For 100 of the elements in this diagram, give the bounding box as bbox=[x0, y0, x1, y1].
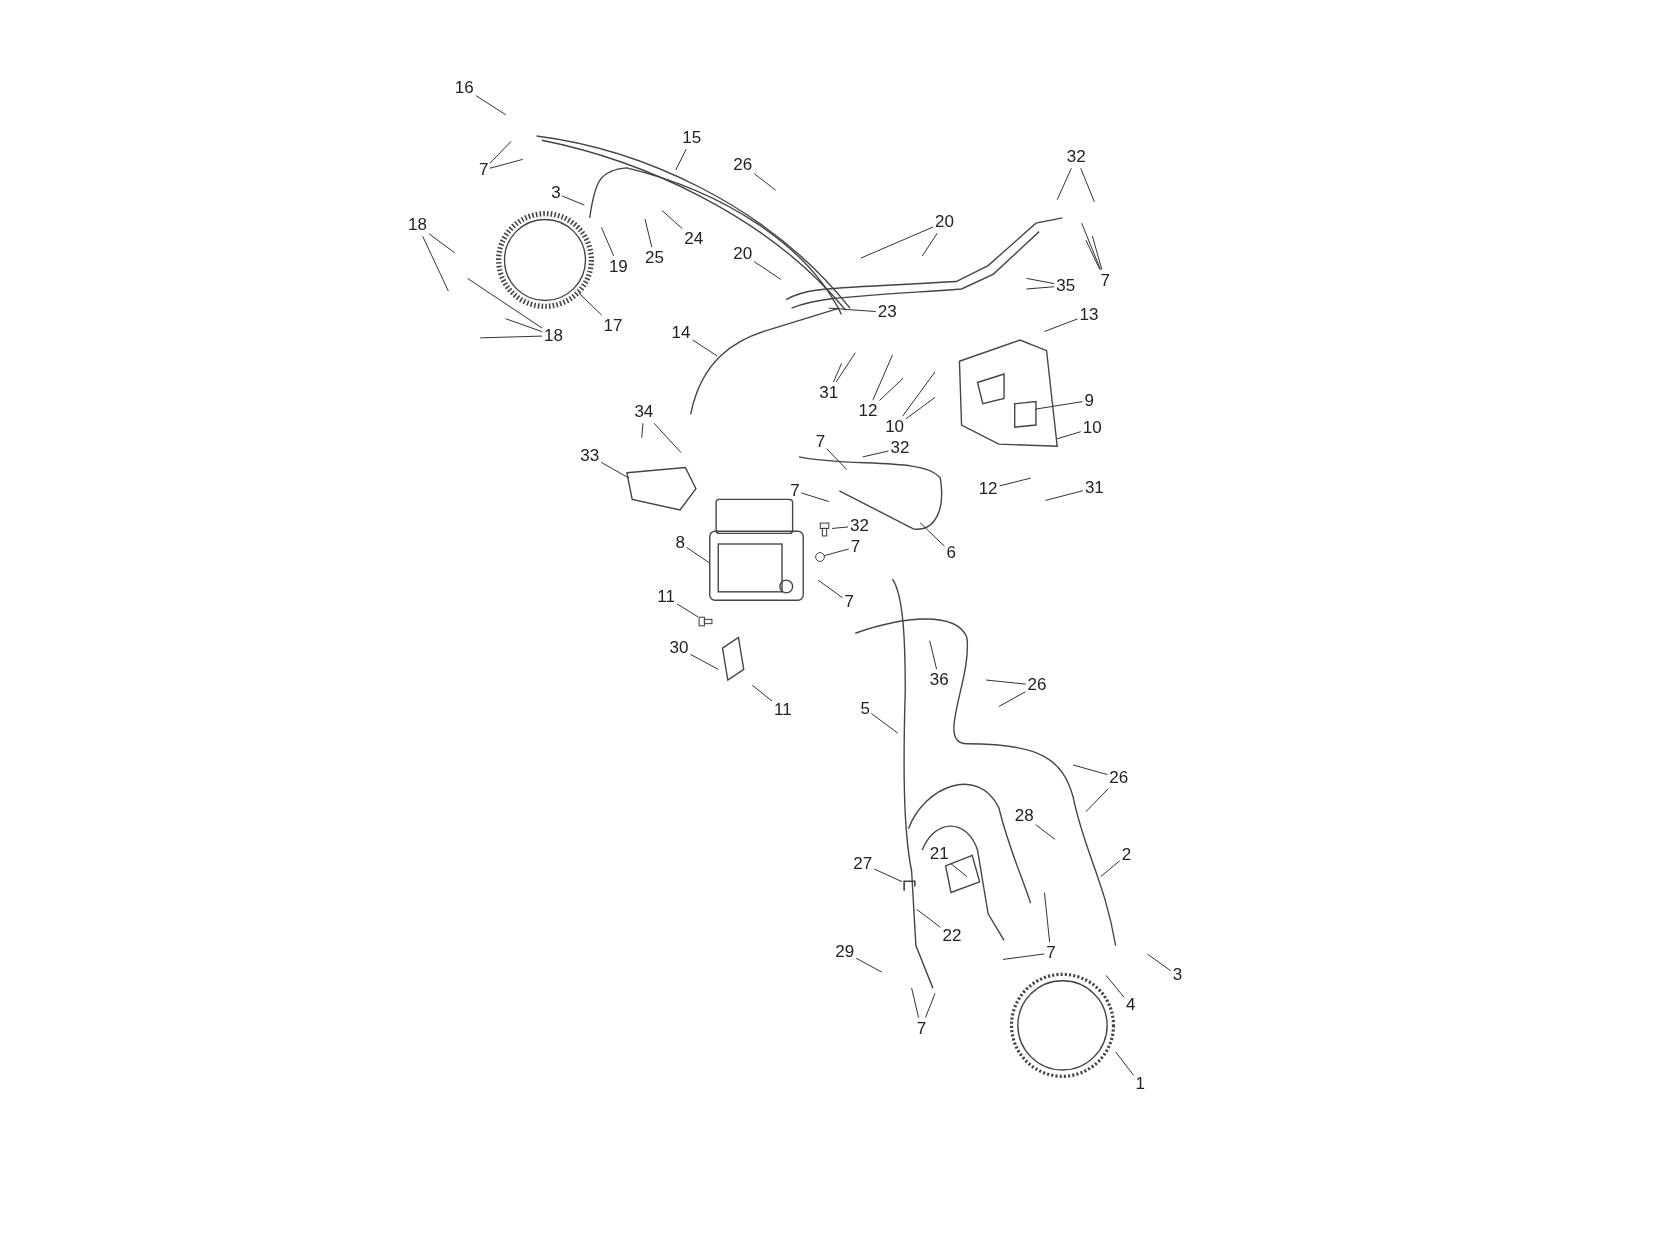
callout-number: 31 bbox=[819, 383, 839, 404]
leader-line bbox=[479, 335, 543, 339]
leader-line bbox=[998, 691, 1026, 708]
leader-line bbox=[873, 868, 903, 883]
leader-line bbox=[916, 909, 941, 928]
callout-number: 4 bbox=[1126, 995, 1136, 1016]
callout-number: 20 bbox=[733, 243, 753, 264]
leader-line bbox=[831, 526, 849, 529]
callout-number: 3 bbox=[1172, 965, 1183, 986]
callout-number: 16 bbox=[454, 78, 474, 99]
leader-line bbox=[676, 603, 699, 618]
callout-number: 36 bbox=[929, 670, 949, 690]
leader-line bbox=[1025, 277, 1055, 285]
leader-line bbox=[561, 195, 585, 206]
callout-number: 7 bbox=[844, 592, 854, 613]
callout-number: 22 bbox=[942, 926, 962, 947]
callout-number: 26 bbox=[1109, 767, 1129, 788]
callout-number: 7 bbox=[478, 160, 489, 180]
callout-number: 35 bbox=[1056, 275, 1076, 296]
leader-line bbox=[925, 992, 936, 1018]
leader-line bbox=[661, 209, 683, 230]
leader-line bbox=[1085, 788, 1109, 813]
leader-line bbox=[578, 292, 603, 316]
leader-line bbox=[753, 173, 777, 191]
leader-line bbox=[929, 640, 938, 670]
leader-line bbox=[1035, 401, 1084, 410]
callout-number: 6 bbox=[946, 542, 956, 563]
callout-number: 18 bbox=[544, 325, 563, 346]
leader-line bbox=[905, 396, 936, 420]
leader-line bbox=[753, 261, 782, 280]
callout-number: 32 bbox=[850, 515, 869, 536]
callout-number: 26 bbox=[1027, 675, 1047, 696]
leader-line bbox=[1081, 222, 1101, 270]
leader-line bbox=[1056, 167, 1072, 201]
leader-line bbox=[1056, 431, 1082, 440]
callout-number: 26 bbox=[733, 154, 753, 175]
callout-number: 24 bbox=[684, 229, 704, 250]
callout-number: 34 bbox=[634, 402, 654, 423]
callout-number: 21 bbox=[929, 844, 949, 865]
callout-number: 7 bbox=[790, 480, 800, 501]
leader-line bbox=[879, 377, 904, 401]
leader-line bbox=[505, 318, 543, 333]
leader-line bbox=[489, 158, 524, 169]
leader-line bbox=[902, 371, 936, 417]
leader-line bbox=[919, 522, 945, 547]
callout-number: 25 bbox=[645, 248, 664, 269]
leader-line bbox=[422, 235, 449, 292]
leader-line bbox=[817, 579, 843, 599]
callout-number: 31 bbox=[1084, 477, 1104, 498]
leader-line bbox=[1085, 239, 1101, 270]
callout-number: 29 bbox=[835, 942, 855, 962]
callout-number: 13 bbox=[1079, 304, 1099, 325]
callout-number: 32 bbox=[890, 438, 910, 459]
leader-line bbox=[828, 307, 877, 313]
leader-line bbox=[1091, 235, 1103, 270]
callout-number: 19 bbox=[608, 256, 628, 277]
leader-line bbox=[870, 713, 899, 734]
leader-line bbox=[862, 450, 889, 458]
leader-line bbox=[1072, 764, 1108, 776]
leader-line bbox=[1043, 318, 1079, 332]
bolt-icon bbox=[817, 521, 832, 537]
callout-number: 7 bbox=[850, 537, 861, 558]
callout-number: 18 bbox=[408, 215, 427, 236]
callout-number: 30 bbox=[669, 638, 689, 659]
leader-line bbox=[950, 863, 968, 878]
leader-line bbox=[1035, 824, 1056, 840]
leader-line bbox=[911, 987, 920, 1018]
leader-line bbox=[751, 684, 773, 702]
leader-line bbox=[921, 232, 938, 257]
callout-number: 1 bbox=[1135, 1073, 1146, 1094]
leader-line bbox=[675, 148, 687, 171]
callout-number: 20 bbox=[935, 212, 954, 233]
callout-number: 2 bbox=[1121, 845, 1132, 866]
leader-line bbox=[689, 653, 719, 670]
callout-number: 12 bbox=[858, 401, 878, 422]
washer-icon bbox=[815, 551, 826, 562]
leader-line bbox=[1080, 167, 1095, 203]
callout-number: 17 bbox=[603, 316, 623, 337]
leader-line bbox=[872, 354, 893, 401]
callout-number: 14 bbox=[671, 322, 691, 343]
leader-line bbox=[641, 422, 644, 439]
leader-line bbox=[686, 546, 711, 564]
leader-line bbox=[1045, 490, 1084, 501]
leader-line bbox=[855, 957, 883, 973]
leader-line bbox=[467, 277, 543, 329]
leader-line bbox=[1043, 892, 1051, 943]
leader-line bbox=[1100, 860, 1121, 878]
leader-line bbox=[653, 422, 682, 454]
callout-number: 7 bbox=[1100, 270, 1110, 291]
leader-line bbox=[644, 218, 653, 248]
callout-number: 8 bbox=[675, 532, 685, 553]
leader-line bbox=[1002, 953, 1045, 960]
leader-line bbox=[475, 95, 507, 116]
callout-number: 23 bbox=[877, 302, 897, 323]
callout-number: 7 bbox=[1046, 943, 1056, 964]
callout-number: 11 bbox=[774, 699, 792, 720]
callout-number: 11 bbox=[657, 587, 675, 608]
leader-line bbox=[823, 548, 850, 557]
callout-number: 32 bbox=[1066, 147, 1086, 168]
callout-number: 33 bbox=[580, 445, 600, 466]
